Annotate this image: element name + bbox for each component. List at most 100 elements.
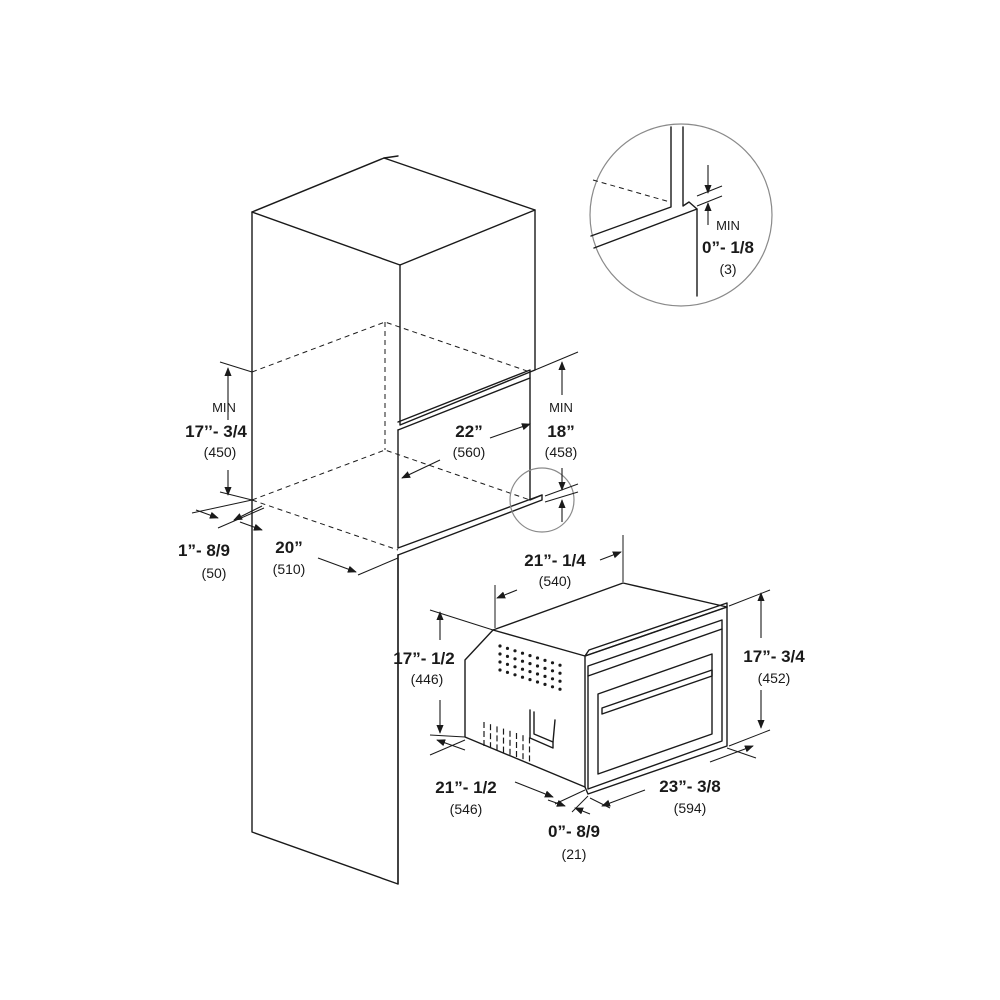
cabinet-upper-shelf <box>397 369 531 431</box>
vent-dot <box>550 677 555 681</box>
detail-callout: MIN 0”- 1/8 (3) <box>589 123 773 307</box>
vent-dot <box>520 667 525 671</box>
appliance-vent-slots <box>483 722 531 762</box>
vent-dot <box>558 663 562 667</box>
appliance-top-lip <box>584 602 728 657</box>
appliance-side-bracket <box>529 709 554 749</box>
unit-width-dimension: 21”- 1/4 (540) <box>494 535 624 628</box>
vent-dot <box>498 660 502 664</box>
vent-dot <box>535 680 540 684</box>
vent-dot <box>505 646 510 651</box>
unit-width-imperial-label: 21”- 1/4 <box>524 551 586 570</box>
detail-gap-ext-1 <box>696 185 723 197</box>
vent-dot <box>543 666 547 671</box>
front-thickness-imperial-label: 0”- 8/9 <box>548 822 600 841</box>
cutout-outline <box>251 321 531 551</box>
front-offset-dimension: 1”- 8/9 (50) <box>178 499 265 581</box>
vent-dot <box>535 656 540 660</box>
vent-dot <box>528 678 532 682</box>
cutout-depth-dimension: 20” (510) <box>239 521 399 577</box>
vent-dot <box>505 670 510 675</box>
vent-dot <box>513 665 517 669</box>
cutout-depth-metric-label: (510) <box>273 561 306 577</box>
cabinet-top-edge <box>383 155 399 159</box>
cutout-bottom <box>251 449 531 501</box>
cabinet-bottom-shelf <box>397 494 543 556</box>
detail-panel <box>682 126 698 297</box>
cabinet <box>251 155 543 885</box>
unit-depth-imperial-label: 21”- 1/2 <box>435 778 496 797</box>
cutout-width-dimension: 22” (560) <box>401 422 531 479</box>
cutout-height-dimension: MIN 17’’- 3/4 (450) <box>185 361 253 501</box>
appliance-door-handle <box>601 669 713 715</box>
vent-dot <box>520 675 525 679</box>
detail-gap-metric-label: (3) <box>719 261 736 277</box>
vent-dot <box>513 649 517 653</box>
appliance-front-frame <box>584 606 728 795</box>
appliance-bracket-top <box>552 719 556 743</box>
vent-dot <box>520 651 525 655</box>
cutout-front <box>251 499 399 551</box>
cabinet-left-side <box>251 211 399 885</box>
cutout-height-imperial-label: 17’’- 3/4 <box>185 422 247 441</box>
vent-dot <box>513 657 517 661</box>
vent-dot <box>543 682 547 687</box>
cabinet-opening-right <box>529 377 543 501</box>
vent-dot <box>550 669 555 673</box>
cabinet-opening-imperial-label: 18” <box>547 422 574 441</box>
appliance-control-strip <box>587 628 723 677</box>
vent-dot <box>528 654 532 658</box>
detail-dashed-edge <box>592 179 671 203</box>
front-thickness-metric-label: (21) <box>562 846 587 862</box>
vent-dot <box>550 685 555 689</box>
unit-height-dimension: 17”- 1/2 (446) <box>393 609 494 738</box>
cutout-top <box>251 321 531 373</box>
appliance-vent-dots <box>498 644 562 691</box>
unit-width-metric-label: (540) <box>539 573 572 589</box>
appliance-front-inner <box>587 619 723 790</box>
detail-gap-ext-2 <box>696 195 723 207</box>
unit-height-metric-label: (446) <box>411 671 444 687</box>
cutout-height-metric-label: (450) <box>204 444 237 460</box>
detail-gap-imperial-label: 0”- 1/8 <box>702 238 754 257</box>
front-offset-imperial-label: 1”- 8/9 <box>178 541 230 560</box>
vent-dot <box>543 658 547 663</box>
cabinet-opening-metric-label: (458) <box>545 444 578 460</box>
vent-dot <box>520 659 525 663</box>
cabinet-opening-min-label: MIN <box>549 400 573 415</box>
front-height-dimension: 17”- 3/4 (452) <box>728 589 805 747</box>
cutout-width-imperial-label: 22” <box>455 422 482 441</box>
front-width-dimension: 23”- 3/8 (594) <box>589 745 757 816</box>
front-height-metric-label: (452) <box>758 670 791 686</box>
vent-dot <box>528 662 532 666</box>
vent-dot <box>528 670 532 674</box>
vent-dot <box>505 654 510 659</box>
cutout-height-min-label: MIN <box>212 400 236 415</box>
front-thickness-dimension: 0”- 8/9 (21) <box>547 795 600 862</box>
appliance-door-window <box>597 653 713 775</box>
vent-dot <box>543 674 547 679</box>
detail-shelf <box>593 208 698 249</box>
vent-dot <box>535 672 540 676</box>
vent-dot <box>505 662 510 667</box>
vent-dot <box>513 673 517 677</box>
detail-gap-min-label: MIN <box>716 218 740 233</box>
unit-depth-metric-label: (546) <box>450 801 483 817</box>
front-offset-metric-label: (50) <box>202 565 227 581</box>
unit-depth-dimension: 21”- 1/2 (546) <box>429 739 586 817</box>
cutout-width-metric-label: (560) <box>453 444 486 460</box>
vent-dot <box>498 644 502 648</box>
cutout-depth-imperial-label: 20” <box>275 538 302 557</box>
vent-dot <box>498 668 502 672</box>
appliance-side <box>464 629 586 788</box>
cabinet-top <box>251 157 536 266</box>
vent-dot <box>558 687 562 691</box>
vent-dot <box>558 679 562 683</box>
detail-reference-circle <box>509 467 575 533</box>
vent-dot <box>498 652 502 656</box>
vent-dot <box>535 664 540 668</box>
vent-dot <box>550 661 555 665</box>
cabinet-opening-dimension: MIN 18” (458) <box>534 351 579 522</box>
front-width-imperial-label: 23”- 3/8 <box>659 777 720 796</box>
